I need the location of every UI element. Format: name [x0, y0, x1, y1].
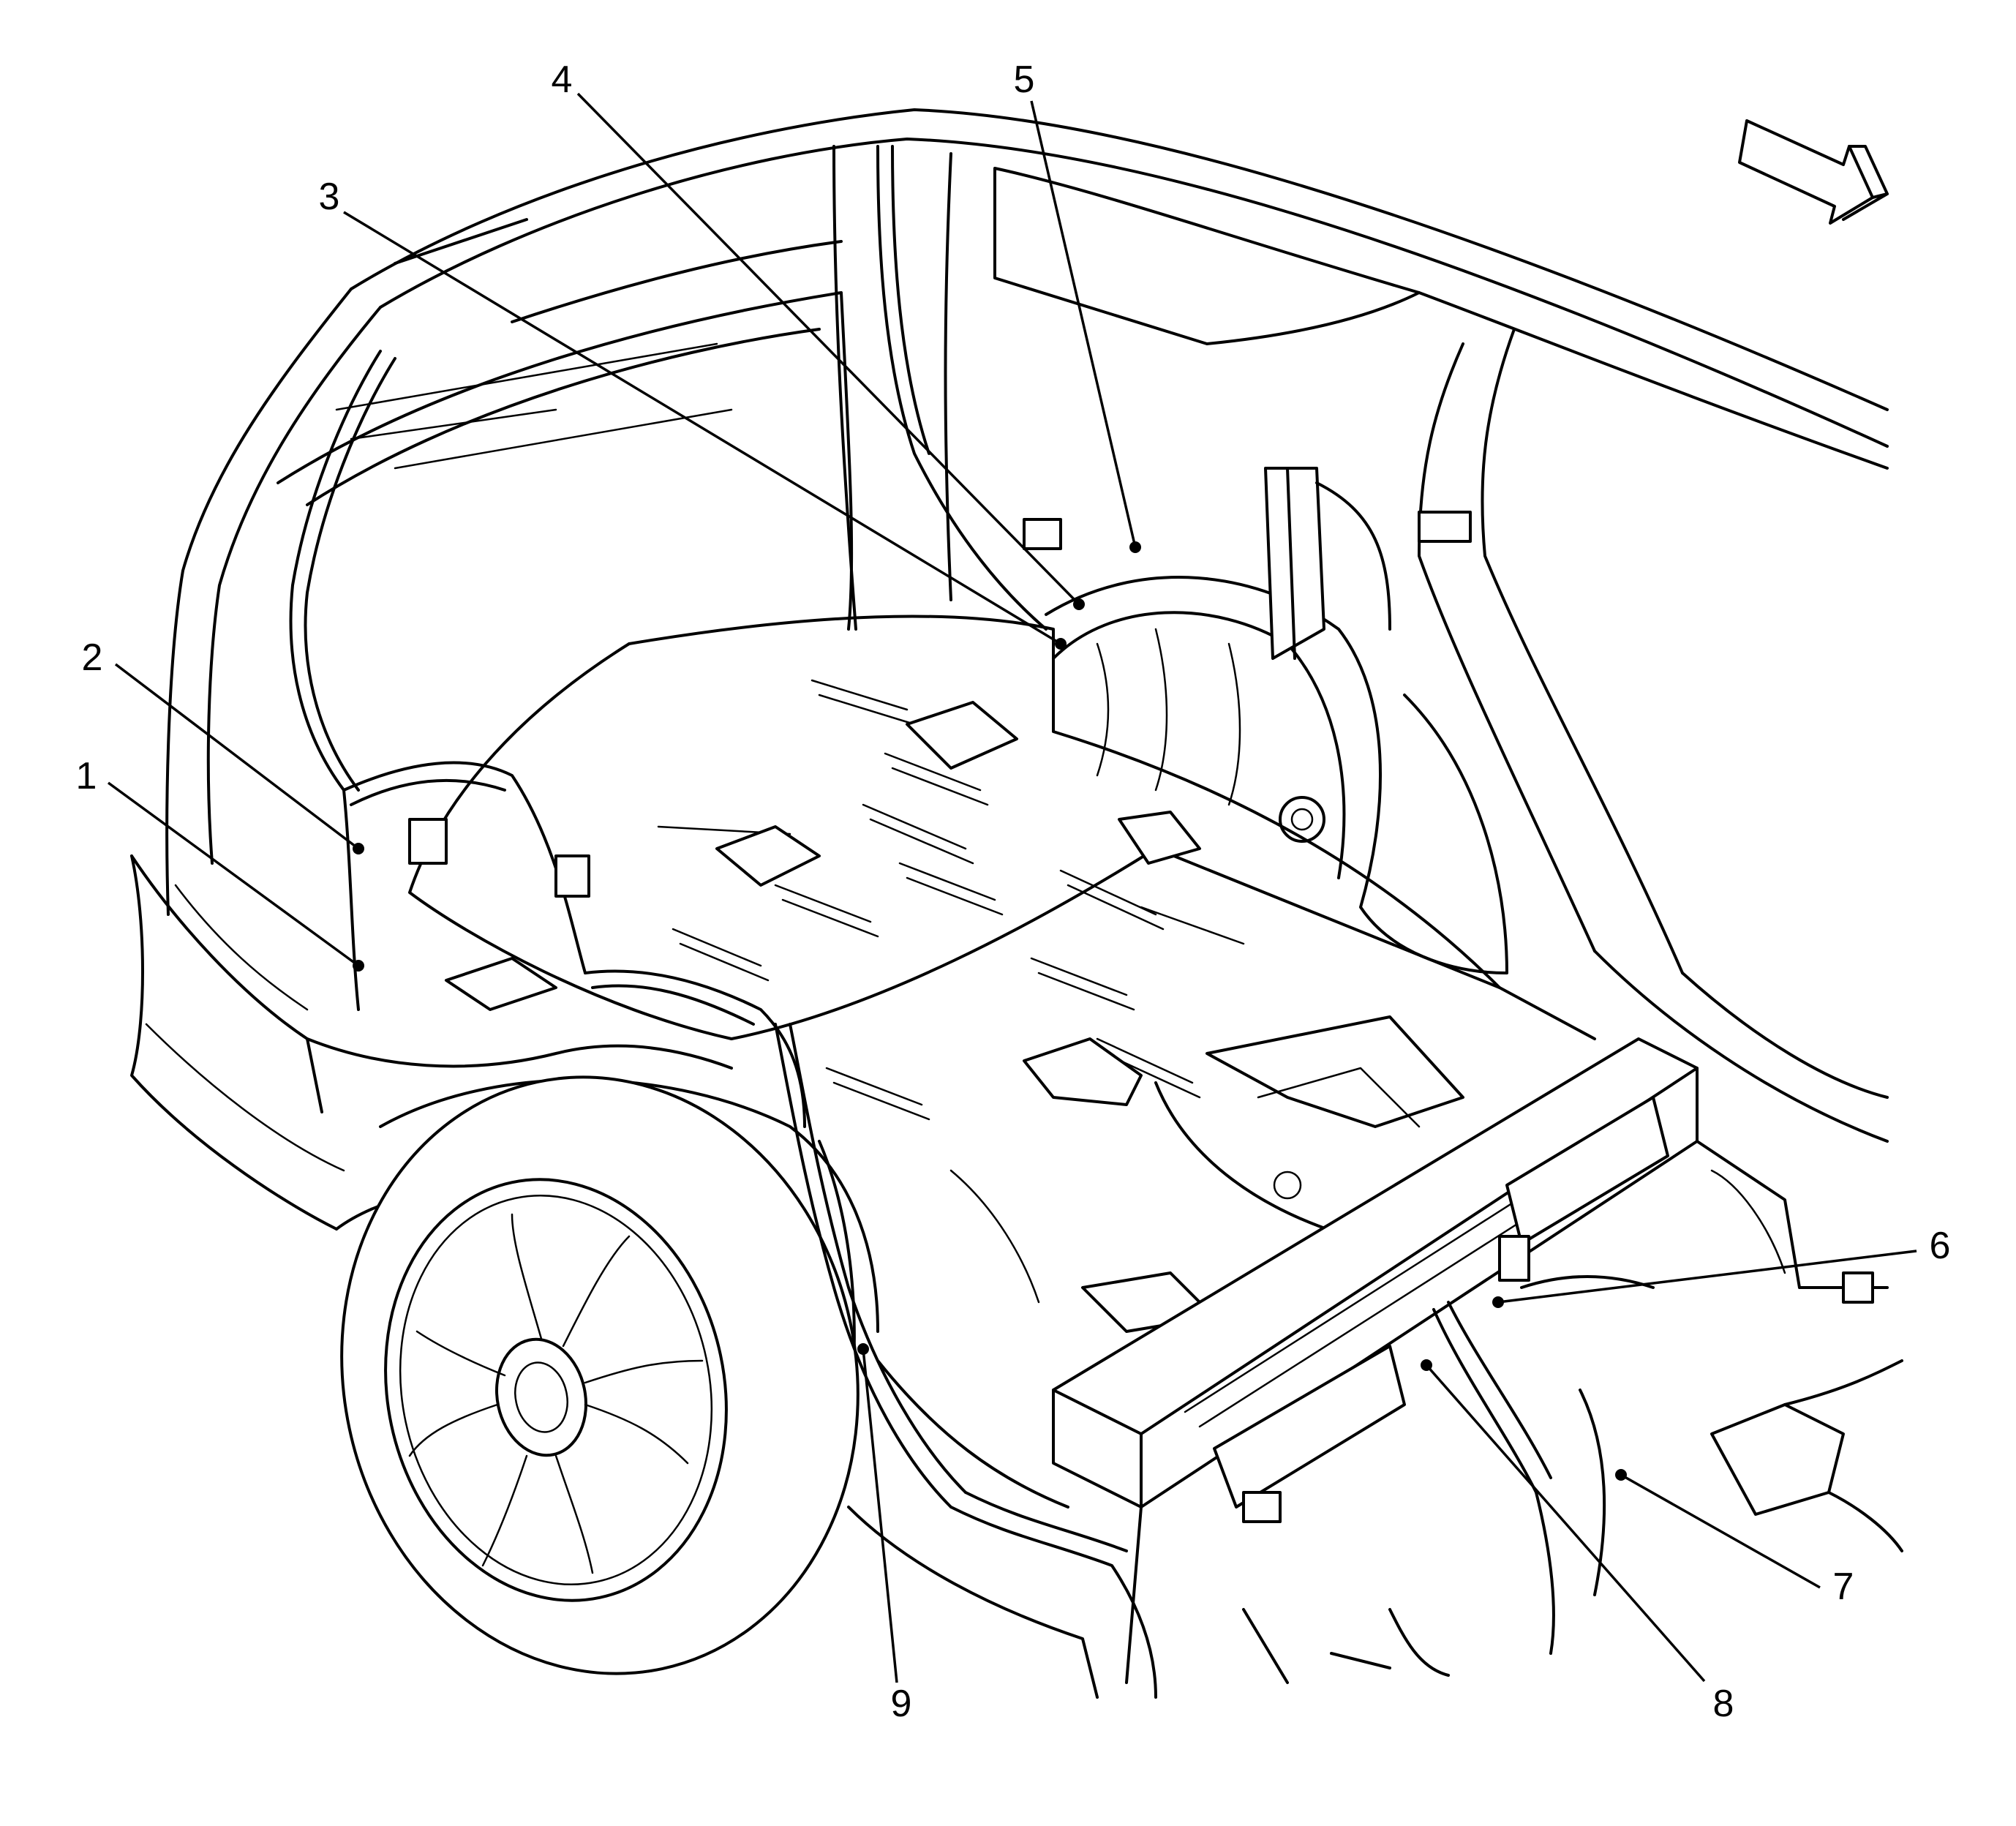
callout-4: 4 [552, 59, 1085, 610]
callout-5-label: 5 [1014, 59, 1035, 101]
callout-8-label: 8 [1713, 1683, 1734, 1725]
floor-ribs [657, 679, 1245, 1121]
callout-3: 3 [319, 176, 1067, 650]
callout-6: 6 [1492, 1225, 1950, 1308]
callout-7: 7 [1615, 1469, 1854, 1608]
rear-crossmember [1052, 1037, 1699, 1508]
vehicle-body-outline [130, 108, 1889, 1699]
callouts: 1 2 3 4 5 6 [76, 59, 1951, 1725]
callout-3-label: 3 [319, 176, 340, 218]
callout-2: 2 [82, 636, 364, 854]
callout-9-label: 9 [891, 1683, 912, 1725]
wiring-harness [289, 145, 1903, 1699]
front-direction-arrow-icon [1738, 119, 1889, 225]
callout-4-label: 4 [552, 59, 573, 101]
callout-7-label: 7 [1833, 1566, 1854, 1608]
callout-6-label: 6 [1930, 1225, 1951, 1267]
callout-1: 1 [76, 755, 364, 972]
callout-2-label: 2 [82, 636, 103, 679]
callout-8: 8 [1421, 1359, 1734, 1725]
callout-5: 5 [1014, 59, 1141, 553]
callout-1-label: 1 [76, 755, 97, 797]
rear-wheel [340, 1075, 860, 1675]
callout-9: 9 [857, 1343, 911, 1725]
